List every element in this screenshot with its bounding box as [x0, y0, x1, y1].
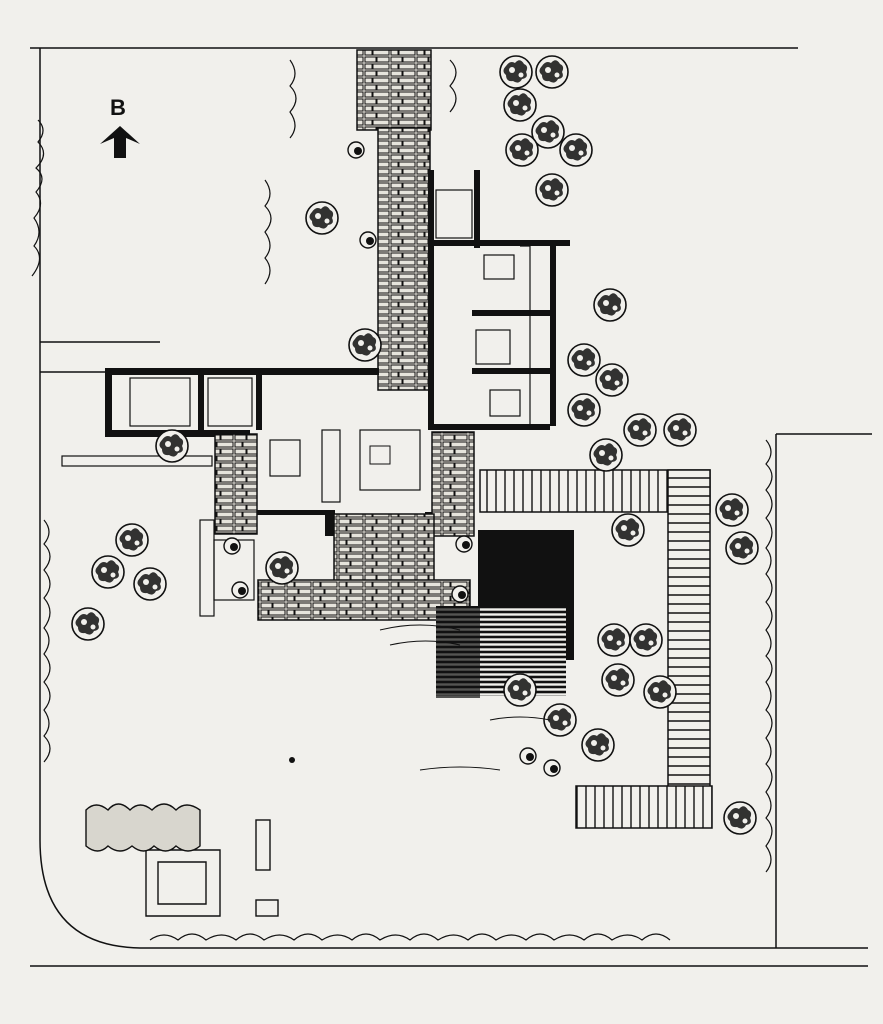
site-boundary: [30, 47, 872, 967]
outbuilding: [145, 819, 279, 917]
north-arrow-icon: B: [100, 95, 140, 158]
hedge-outline: [31, 59, 773, 941]
north-stone-wall: [377, 127, 431, 391]
west-stone-pier: [214, 433, 258, 535]
living-wing: [105, 368, 435, 536]
lower-terrace: [257, 579, 471, 621]
pergola-bottom: [575, 785, 713, 829]
bedroom-wing: [428, 170, 570, 430]
north-stone-wing: [356, 49, 432, 131]
hedge-block: [85, 803, 201, 852]
south-terrace: [333, 513, 435, 591]
north-arrow-label: B: [110, 95, 126, 120]
east-stone-pier: [431, 431, 475, 537]
site-marker: [289, 757, 295, 763]
pergola-side: [667, 469, 711, 801]
lawn-marks: [379, 624, 551, 771]
